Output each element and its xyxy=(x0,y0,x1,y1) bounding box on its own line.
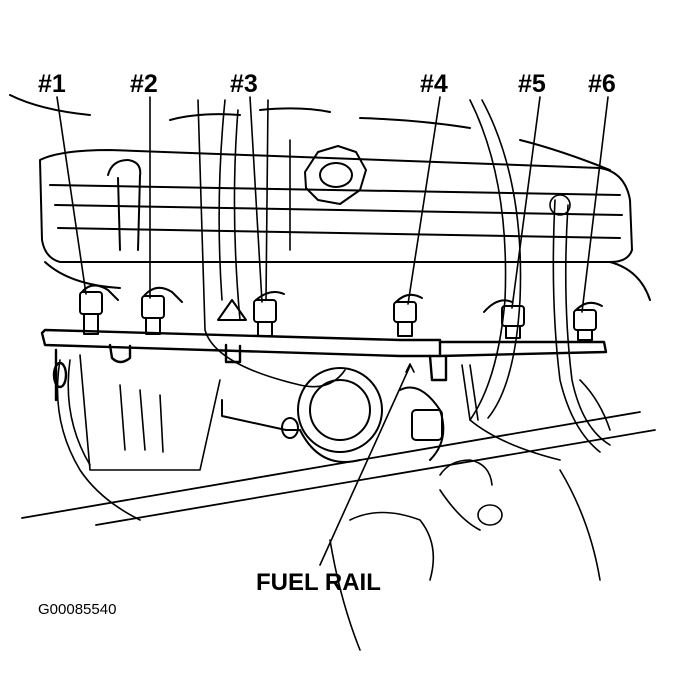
fuel-rail xyxy=(40,328,608,402)
injector-6 xyxy=(573,301,603,341)
injector-label-5: #5 xyxy=(518,70,546,98)
injector-label-4: #4 xyxy=(420,70,448,98)
injector-5 xyxy=(483,299,525,339)
leader-lines xyxy=(56,96,609,566)
fuel-rail-label: FUEL RAIL xyxy=(256,569,381,596)
wiring-harness xyxy=(56,99,611,521)
injector-4 xyxy=(393,293,423,337)
oil-filler-cap xyxy=(304,145,367,205)
pressure-regulator xyxy=(221,367,445,463)
engine-block xyxy=(79,354,611,651)
injector-1 xyxy=(79,284,119,335)
crossover-tube xyxy=(21,411,656,526)
injector-label-2: #2 xyxy=(130,70,158,98)
injector-label-6: #6 xyxy=(588,70,616,98)
injector-2 xyxy=(141,286,183,335)
injector-label-3: #3 xyxy=(230,70,258,98)
figure-id: G00085540 xyxy=(38,601,117,618)
fuel-injectors xyxy=(79,284,603,341)
vent-hose xyxy=(107,159,142,251)
injector-label-1: #1 xyxy=(38,70,66,98)
injector-3 xyxy=(217,291,285,337)
